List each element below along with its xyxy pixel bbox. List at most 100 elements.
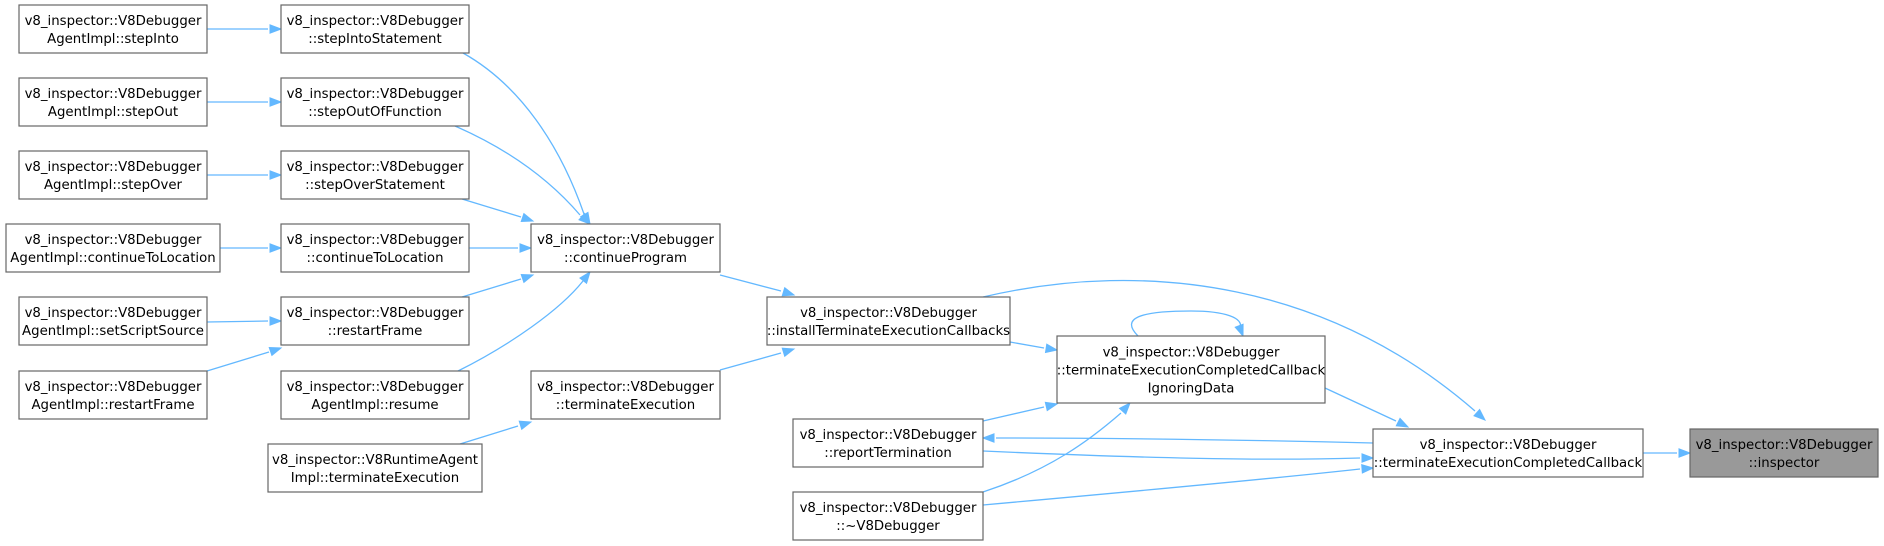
node-label: AgentImpl::stepInto	[47, 32, 179, 47]
node-label: ::restartFrame	[328, 324, 423, 339]
node-box	[280, 77, 470, 127]
node-label: v8_inspector::V8Debugger	[287, 87, 464, 102]
edge-a_restart-to-restart	[206, 346, 283, 372]
edge-line	[982, 468, 1361, 506]
arrowhead-icon	[981, 433, 995, 443]
node-a-stepOver[interactable]: v8_inspector::V8DebuggerAgentImpl::stepO…	[18, 150, 208, 200]
node-label: Impl::terminateExecution	[291, 471, 459, 486]
node-label: v8_inspector::V8Debugger	[25, 306, 202, 321]
node-label: ::installTerminateExecutionCallbacks	[767, 324, 1010, 339]
node-stepInto[interactable]: v8_inspector::V8Debugger::stepIntoStatem…	[280, 4, 470, 54]
arrowhead-icon	[1118, 401, 1131, 415]
call-nodes: v8_inspector::V8Debugger::inspectorv8_in…	[5, 4, 1879, 541]
edge-a_contLoc-to-contLoc	[220, 243, 283, 253]
node-label: v8_inspector::V8Debugger	[537, 233, 714, 248]
node-stepOver[interactable]: v8_inspector::V8Debugger::stepOverStatem…	[280, 150, 470, 200]
arrowhead-icon	[518, 420, 533, 431]
arrowhead-icon	[1044, 343, 1059, 354]
node-label: v8_inspector::V8RuntimeAgent	[272, 453, 478, 468]
arrowhead-icon	[269, 97, 283, 107]
node-a-stepOut[interactable]: v8_inspector::V8DebuggerAgentImpl::stepO…	[18, 77, 208, 127]
node-continue[interactable]: v8_inspector::V8Debugger::continueProgra…	[530, 223, 721, 273]
node-label: AgentImpl::stepOver	[44, 178, 183, 193]
edge-tecc-to-report	[981, 433, 1374, 444]
arrowhead-icon	[1361, 463, 1375, 474]
node-report[interactable]: v8_inspector::V8Debugger::reportTerminat…	[792, 418, 984, 468]
node-teccid[interactable]: v8_inspector::V8Debugger::terminateExecu…	[1056, 335, 1326, 404]
node-dtor[interactable]: v8_inspector::V8Debugger::~V8Debugger	[792, 491, 984, 541]
node-a-stepInto[interactable]: v8_inspector::V8DebuggerAgentImpl::stepI…	[18, 4, 208, 54]
node-restart[interactable]: v8_inspector::V8Debugger::restartFrame	[280, 296, 470, 346]
node-box	[280, 150, 470, 200]
arrowhead-icon	[520, 273, 535, 284]
edge-line	[462, 52, 585, 215]
edge-a_stepInto-to-stepInto	[207, 24, 283, 34]
arrowhead-icon	[578, 212, 592, 225]
edge-line	[1009, 341, 1045, 349]
edge-line	[454, 125, 581, 216]
arrowhead-icon	[269, 24, 283, 34]
arrowhead-icon	[1234, 323, 1244, 338]
arrowhead-icon	[1044, 401, 1059, 412]
edge-line	[719, 274, 782, 292]
edge-stepOver-to-continue	[461, 198, 535, 223]
node-box	[267, 443, 483, 493]
call-edges	[206, 24, 1692, 506]
node-contLoc[interactable]: v8_inspector::V8Debugger::continueToLoca…	[280, 223, 470, 273]
node-label: v8_inspector::V8Debugger	[25, 14, 202, 29]
node-label: v8_inspector::V8Debugger	[25, 380, 202, 395]
arrowhead-icon	[519, 243, 533, 253]
edge-line	[982, 450, 1361, 460]
arrowhead-icon	[520, 212, 535, 223]
node-box	[792, 491, 984, 541]
node-resume[interactable]: v8_inspector::V8DebuggerAgentImpl::resum…	[280, 370, 470, 420]
edge-a_stepOut-to-stepOut	[207, 97, 283, 107]
node-install[interactable]: v8_inspector::V8Debugger::installTermina…	[766, 296, 1011, 346]
node-label: v8_inspector::V8Debugger	[800, 428, 977, 443]
edge-line	[461, 278, 522, 298]
edge-a_stepOver-to-stepOver	[207, 170, 283, 180]
edge-a_setSrc-to-restart	[206, 316, 283, 326]
node-label: v8_inspector::V8Debugger	[800, 306, 977, 321]
node-tecc[interactable]: v8_inspector::V8Debugger::terminateExecu…	[1372, 428, 1644, 478]
node-label: ::terminateExecutionCompletedCallback	[1374, 456, 1643, 471]
node-label: v8_inspector::V8Debugger	[1103, 346, 1280, 361]
edge-line	[206, 351, 270, 372]
node-label: AgentImpl::continueToLocation	[10, 251, 215, 266]
node-termexec[interactable]: v8_inspector::V8Debugger::terminateExecu…	[530, 370, 721, 420]
node-box	[280, 296, 470, 346]
node-label: v8_inspector::V8Debugger	[25, 233, 202, 248]
edge-rtTerm-to-termexec	[459, 420, 533, 445]
node-label: v8_inspector::V8Debugger	[287, 14, 464, 29]
node-label: v8_inspector::V8Debugger	[287, 160, 464, 175]
node-label: v8_inspector::V8Debugger	[25, 160, 202, 175]
edge-line	[719, 352, 782, 371]
node-a-restart[interactable]: v8_inspector::V8DebuggerAgentImpl::resta…	[18, 370, 208, 420]
edge-line	[1324, 387, 1397, 422]
node-a-setSrc[interactable]: v8_inspector::V8DebuggerAgentImpl::setSc…	[18, 296, 208, 346]
node-label: ::reportTermination	[824, 446, 952, 461]
node-label: v8_inspector::V8Debugger	[25, 87, 202, 102]
node-inspector: v8_inspector::V8Debugger::inspector	[1689, 428, 1879, 478]
node-box	[18, 4, 208, 54]
node-label: v8_inspector::V8Debugger	[1420, 438, 1597, 453]
arrowhead-icon	[781, 286, 796, 297]
arrowhead-icon	[1473, 408, 1487, 421]
node-a-contLoc[interactable]: v8_inspector::V8DebuggerAgentImpl::conti…	[5, 223, 221, 273]
edge-line	[457, 280, 584, 372]
edge-line	[982, 406, 1045, 422]
node-rtTerm[interactable]: v8_inspector::V8RuntimeAgentImpl::termin…	[267, 443, 483, 493]
edge-install-to-teccid	[1009, 341, 1059, 354]
node-stepOut[interactable]: v8_inspector::V8Debugger::stepOutOfFunct…	[280, 77, 470, 127]
node-box	[18, 370, 208, 420]
node-label: ::stepOutOfFunction	[308, 105, 442, 120]
node-label: AgentImpl::restartFrame	[31, 398, 194, 413]
edge-report-to-tecc	[982, 450, 1375, 463]
arrowhead-icon	[1395, 417, 1410, 428]
node-box	[18, 296, 208, 346]
node-box	[1056, 335, 1326, 404]
node-box	[18, 77, 208, 127]
node-box	[1689, 428, 1879, 478]
arrowhead-icon	[269, 243, 283, 253]
